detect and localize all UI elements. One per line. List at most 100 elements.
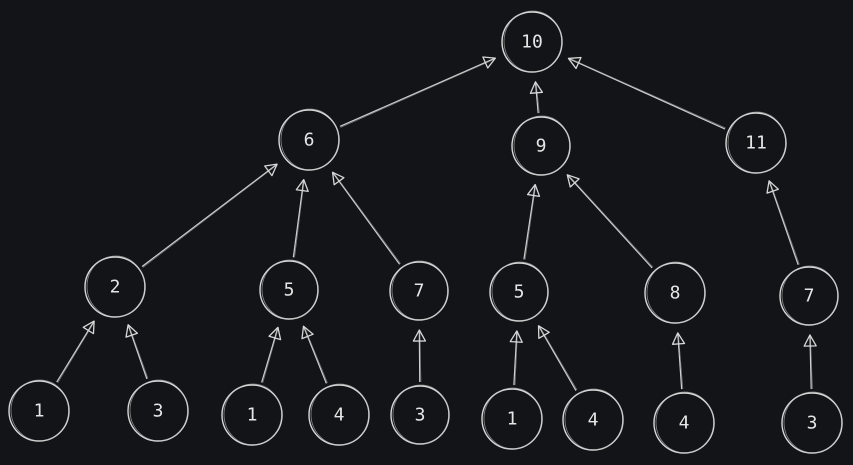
node-label: 5: [514, 282, 525, 303]
edge-sketch-line: [678, 332, 684, 390]
node-label: 1: [34, 401, 45, 422]
edge-n3b-to-n7a: [412, 329, 427, 383]
node-circle-sketch: [503, 10, 562, 73]
node-n4b: 4: [562, 388, 624, 451]
edge-n11-to-n10: [567, 56, 726, 130]
edge-n9-to-n10: [529, 81, 544, 114]
edge-n5b-to-n9: [523, 183, 541, 260]
edge-line: [332, 171, 401, 265]
edge-line: [538, 325, 577, 391]
edge-n4a-to-n5a: [301, 325, 328, 384]
edge-n7b-to-n11: [766, 180, 800, 266]
node-circle-sketch: [310, 383, 369, 446]
edge-line: [141, 163, 278, 267]
node-n11: 11: [725, 111, 787, 174]
edge-line: [513, 330, 518, 386]
node-circle-sketch: [223, 383, 282, 446]
arrow-head: [268, 326, 282, 341]
node-circle-sketch: [727, 111, 786, 174]
node-label: 8: [670, 283, 681, 304]
edge-n3c-to-n7b: [803, 334, 817, 390]
arrow-head: [125, 324, 139, 338]
node-label: 10: [521, 32, 543, 53]
edge-sketch-line: [142, 164, 278, 268]
arrow-head: [671, 332, 686, 345]
node-label: 3: [153, 401, 164, 422]
edge-n1a-to-n2: [56, 320, 95, 383]
node-label: 7: [414, 281, 425, 302]
edge-sketch-line: [332, 171, 401, 264]
node-circle-sketch: [280, 108, 339, 171]
node-n1c: 1: [481, 387, 543, 450]
arrow-head: [537, 325, 550, 339]
node-circle-sketch: [392, 384, 449, 445]
node-label: 4: [588, 410, 599, 431]
edge-n5a-to-n6: [292, 178, 309, 258]
arrow-head: [509, 330, 523, 343]
edge-n7a-to-n6: [331, 171, 401, 265]
edge-line: [768, 180, 799, 266]
node-circle-sketch: [86, 255, 145, 318]
edge-n1b-to-n5a: [261, 326, 282, 383]
arrow-head: [803, 334, 817, 347]
edge-sketch-line: [262, 327, 279, 383]
edge-line: [261, 327, 279, 383]
node-label: 9: [536, 136, 547, 157]
node-label: 7: [804, 286, 815, 307]
edge-sketch-line: [538, 325, 578, 391]
edge-line: [127, 324, 148, 380]
arrow-head: [482, 56, 497, 69]
node-n5a: 5: [259, 259, 319, 320]
arrow-head: [529, 81, 544, 94]
edge-sketch-line: [524, 184, 537, 260]
node-label: 3: [807, 413, 818, 434]
node-n1a: 1: [8, 379, 70, 442]
edge-n1c-to-n5b: [509, 330, 523, 386]
node-n3b: 3: [390, 384, 450, 445]
edge-n6-to-n10: [339, 56, 497, 128]
node-n10: 10: [501, 10, 563, 73]
node-circle-sketch: [129, 379, 188, 442]
node-label: 6: [304, 130, 315, 151]
edge-sketch-line: [128, 324, 149, 379]
node-circle-sketch: [781, 265, 838, 326]
node-circle-sketch: [564, 388, 623, 451]
node-circle-sketch: [646, 261, 705, 324]
node-n8: 8: [644, 261, 706, 324]
edge-line: [566, 174, 653, 269]
arrow-head: [295, 178, 309, 192]
edge-sketch-line: [568, 57, 726, 129]
edge-line: [56, 320, 95, 383]
node-n3c: 3: [781, 391, 843, 454]
edge-n8-to-n9: [566, 174, 654, 269]
edge-sketch-line: [514, 330, 518, 386]
node-n4c: 4: [653, 391, 715, 454]
node-label: 4: [334, 405, 345, 426]
node-n2: 2: [84, 255, 146, 318]
arrow-head: [264, 163, 278, 177]
edge-sketch-line: [810, 334, 813, 389]
node-circle-sketch: [655, 391, 714, 454]
edge-n3a-to-n2: [125, 324, 149, 380]
node-circle-sketch: [483, 387, 542, 450]
edge-line: [523, 184, 536, 260]
edge-line: [339, 57, 496, 127]
edge-line: [292, 179, 305, 258]
edge-n4c-to-n8: [671, 332, 686, 390]
node-circle-sketch: [491, 261, 548, 322]
arrow-head: [766, 180, 780, 194]
node-n6: 6: [278, 108, 340, 171]
node-n5b: 5: [489, 261, 549, 322]
edge-n2-to-n6: [141, 163, 278, 268]
edge-sketch-line: [57, 321, 95, 383]
arrow-head: [566, 174, 580, 188]
node-circle-sketch: [391, 260, 448, 321]
arrow-head: [567, 56, 582, 70]
node-n4a: 4: [308, 383, 370, 446]
edge-sketch-line: [567, 174, 654, 268]
edge-line: [534, 81, 539, 114]
node-n1b: 1: [221, 383, 283, 446]
node-label: 4: [679, 413, 690, 434]
